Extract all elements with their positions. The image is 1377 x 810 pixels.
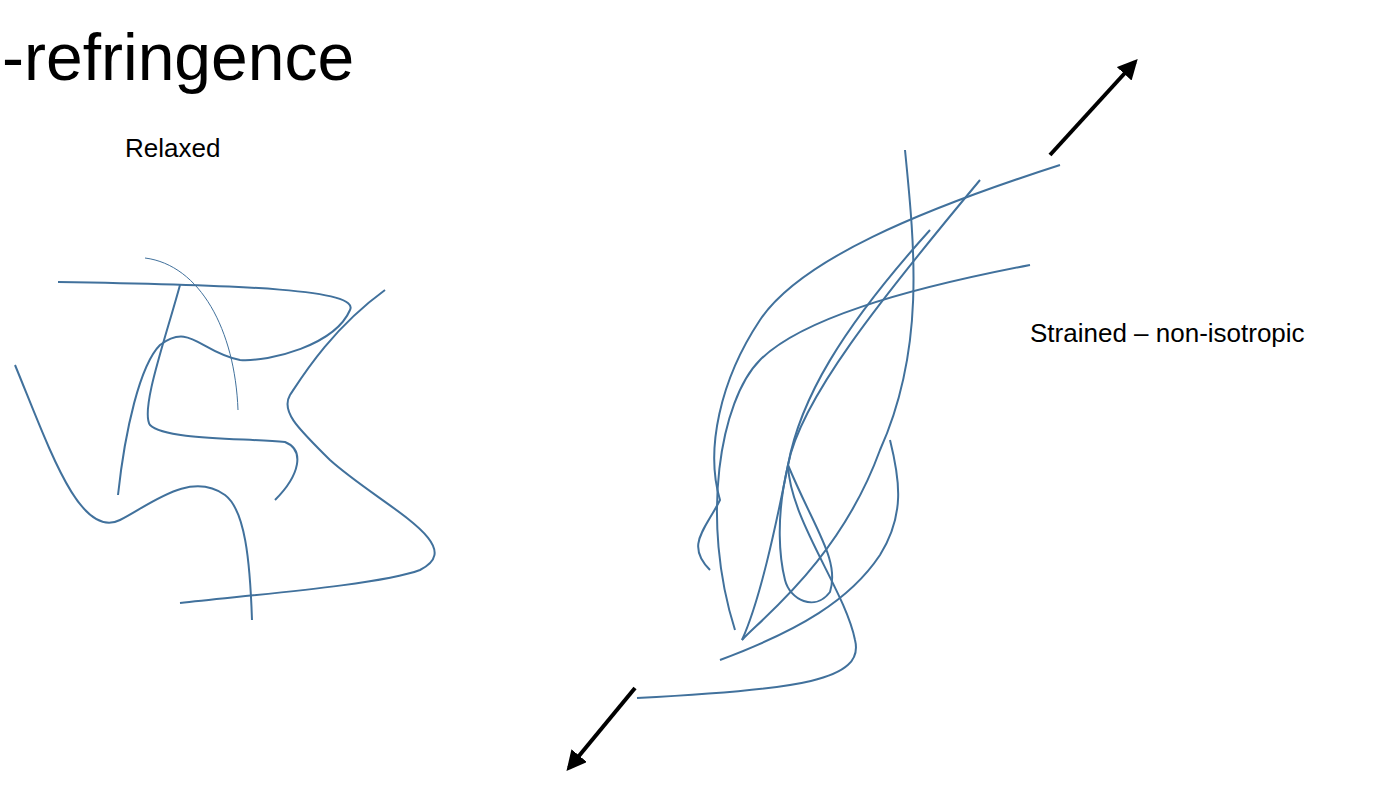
chain <box>637 230 930 698</box>
caption-label: Strained – non-isotropic <box>1030 318 1305 349</box>
strain-arrows <box>569 62 1135 768</box>
strained-chains <box>637 150 1060 698</box>
chain <box>145 258 238 410</box>
slide-title: -refringence <box>2 24 354 90</box>
chain <box>58 282 351 495</box>
chain <box>15 365 252 620</box>
chain <box>780 465 833 602</box>
strain-arrow <box>1050 62 1135 155</box>
chain <box>742 150 914 640</box>
strain-arrow <box>569 688 635 768</box>
chain <box>742 180 980 640</box>
relaxed-chains <box>15 258 435 620</box>
caption-label: Relaxed <box>125 133 220 164</box>
chain <box>720 440 898 660</box>
chain <box>180 290 435 603</box>
chain <box>148 285 298 500</box>
